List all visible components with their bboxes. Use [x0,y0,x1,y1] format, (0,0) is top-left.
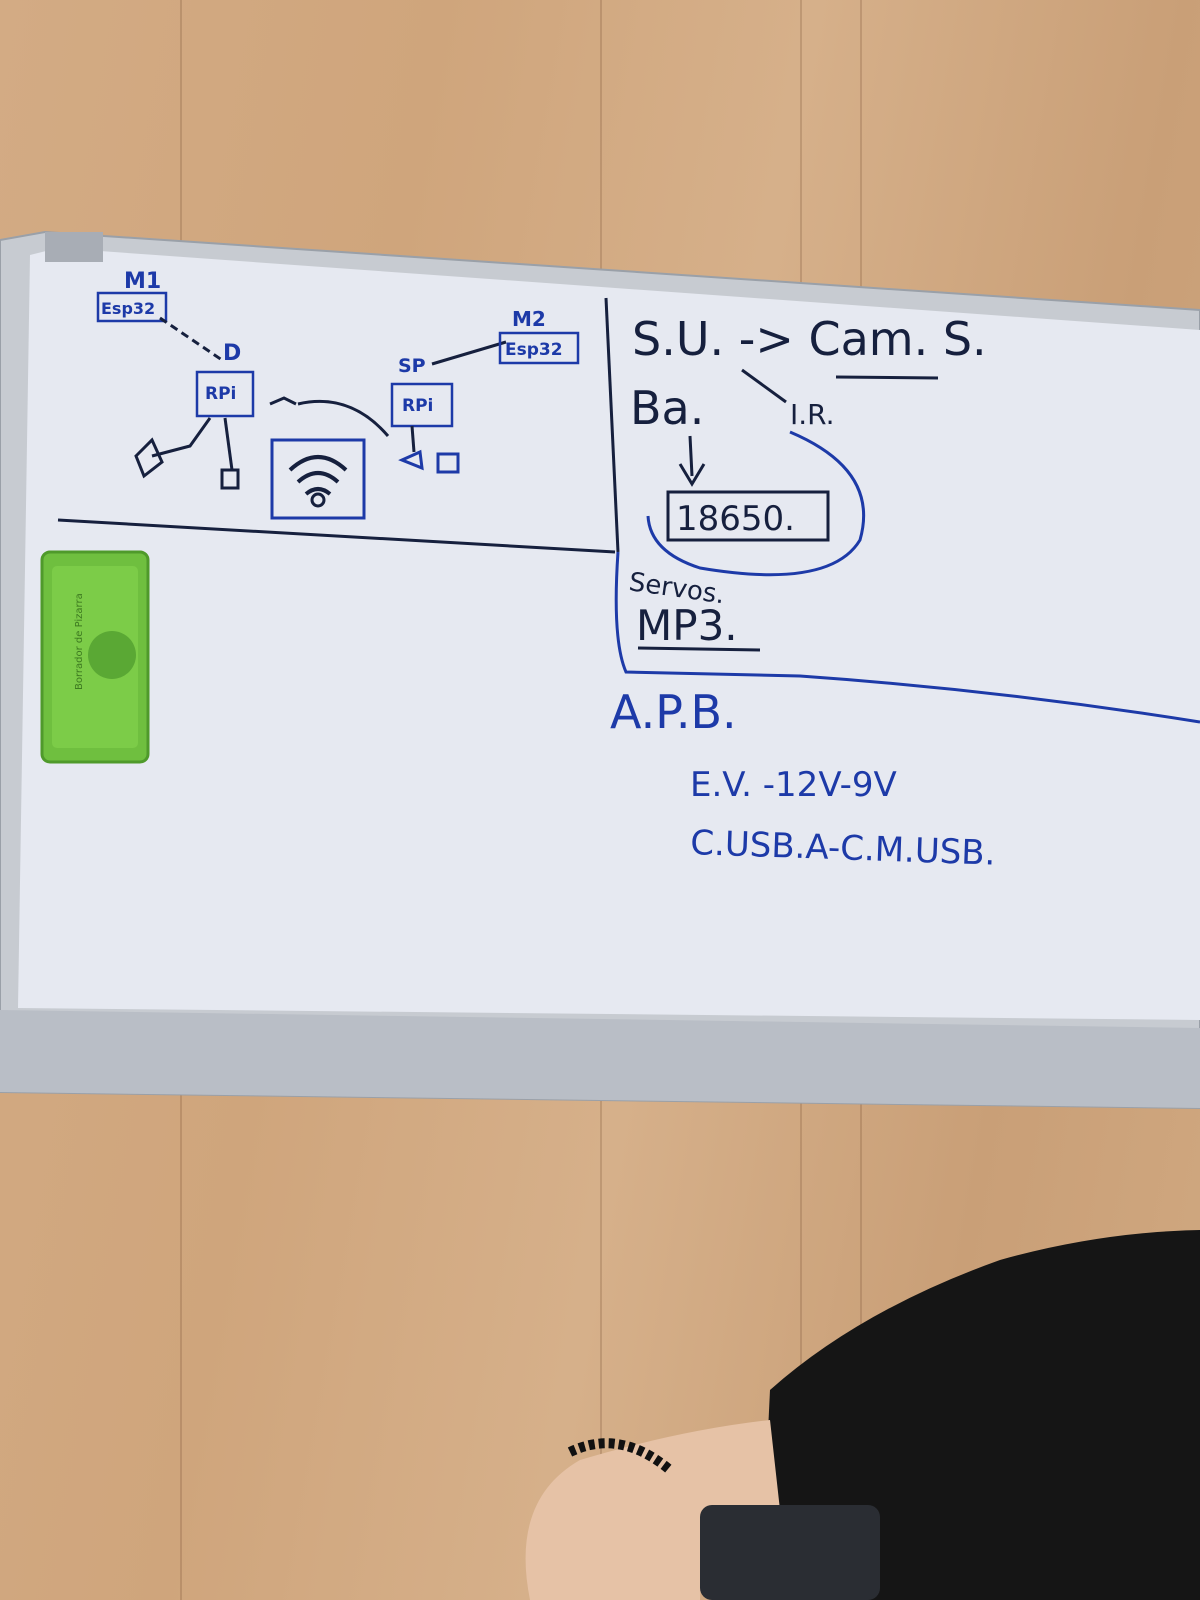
foot-right-icon [220,468,240,490]
servo-bracket-blue [646,430,866,577]
divider-blue [614,551,1200,724]
link-rpi-m2 [431,340,507,366]
arrow-down-icon [678,435,706,487]
speaker-icon [398,449,460,474]
arrow-ir [741,368,787,404]
held-object [700,1505,880,1600]
apb-line: A.P.B. [610,685,737,739]
eraser-logo [88,631,136,679]
bracelet [567,1438,674,1474]
esp32-m2-box [498,331,580,365]
mp3-line: MP3. [636,601,738,650]
esp32-m1-text: Esp32 [101,299,155,318]
su-line: S.U. -> Cam. S. [632,312,987,366]
person [525,1230,1200,1600]
mp3-underline [637,646,761,652]
ba-line: Ba. [630,381,704,435]
battery-text: 18650. [676,499,795,539]
eraser: Borrador de Pizarra [40,550,150,764]
hand-arm [525,1420,780,1600]
esp32-m2-text: Esp32 [505,340,563,360]
divider-horizontal-left [57,518,616,554]
link-rpi-foot-right [223,417,234,471]
rpi-left-text: RPi [205,384,236,404]
link-rpi-foot-left [151,417,212,458]
rpi-left-label: D [223,341,241,366]
ir-line: I.R. [790,398,835,431]
link-wifi-rpi [297,399,390,437]
whiteboard-tray [0,1010,1200,1108]
left-diagram: M1 Esp32 D RPi SP RPi M2 Esp32 [57,269,616,554]
esp32-m1-box [96,291,168,323]
cam-underline [835,375,939,380]
rpi-right-text: RPi [402,396,433,416]
link-rpi-speaker [410,425,416,453]
ev-line: E.V. -12V-9V [690,765,897,805]
frame-corner [45,232,103,262]
arrow-left-icon [269,396,297,406]
eraser-brand-text: Borrador de Pizarra [74,593,85,690]
rpi-left-box [195,370,255,418]
rpi-right-box [390,382,454,428]
right-notes: S.U. -> Cam. S. I.R. Ba. 18650. Servos. … [627,312,987,652]
rpi-right-label: SP [398,355,426,377]
node-m2-label: M2 [512,307,546,331]
divider-vertical-top [604,297,620,553]
node-m1-label: M1 [124,269,161,294]
foot-left-icon [134,437,164,479]
wifi-icon [270,438,366,520]
battery-box [666,490,830,542]
